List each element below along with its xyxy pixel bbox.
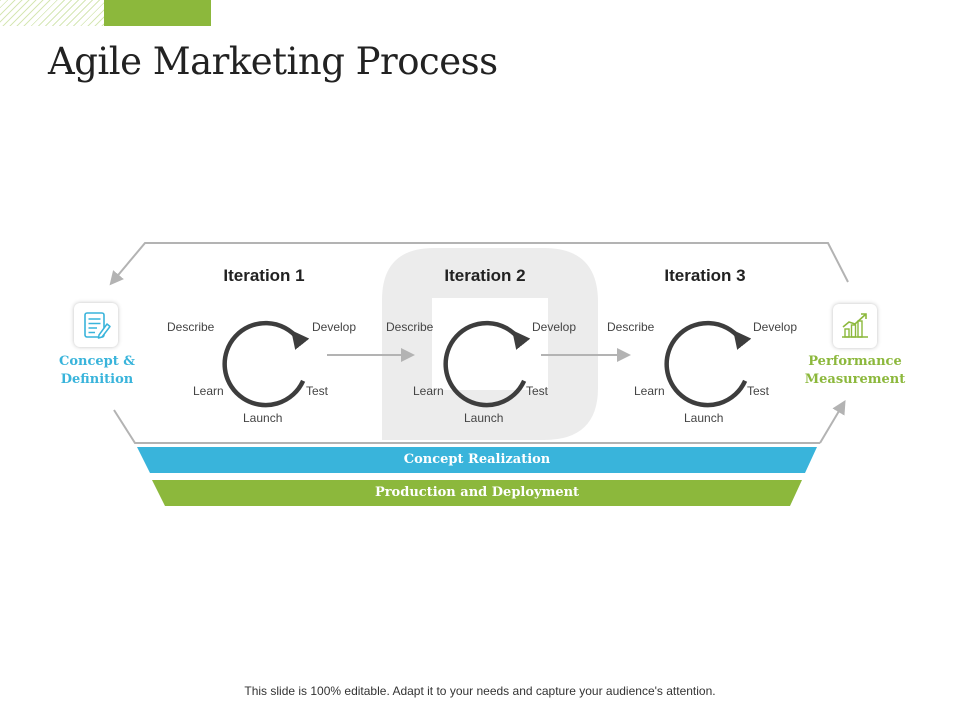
watermark-logo [382,248,598,440]
iteration-1-learn: Learn [193,384,224,398]
corner-accent-bar [104,0,211,26]
growth-chart-icon [842,313,868,338]
cycle-arrow-icon-2 [443,320,531,408]
bottom-right-arrow [819,399,846,444]
iteration-1-title: Iteration 1 [223,266,305,285]
iteration-3-title: Iteration 3 [664,266,746,285]
iteration-2-title: Iteration 2 [444,266,526,285]
production-deployment-band [152,480,802,506]
iteration-3-develop: Develop [753,320,798,334]
cycle-arrow-icon-3 [664,320,752,408]
document-edit-icon [84,312,111,339]
cycle-arrow-icon-1 [222,320,310,408]
performance-measurement-node [833,304,877,348]
iteration-3-learn: Learn [634,384,665,398]
iteration-1-describe: Describe [167,320,215,334]
iteration-2-learn: Learn [413,384,444,398]
top-return-arrow [109,242,849,286]
concept-realization-band [137,447,817,473]
iteration-2-describe: Describe [386,320,434,334]
bottom-left-line [113,409,820,444]
iteration-2-test: Test [526,384,549,398]
iteration-1-launch: Launch [243,411,283,425]
iteration-1-test: Test [306,384,329,398]
corner-hatch-decoration [0,0,104,26]
iteration-2-launch: Launch [464,411,504,425]
concept-realization-label: Concept Realization [403,452,551,467]
iteration-2-develop: Develop [532,320,577,334]
production-deployment-label: Production and Deployment [374,485,580,500]
iteration-3-launch: Launch [684,411,724,425]
iteration-1-develop: Develop [312,320,357,334]
concept-definition-node [74,303,118,347]
iteration-3-describe: Describe [607,320,655,334]
concept-definition-label: Concept & Definition [58,354,135,387]
performance-measurement-label: Performance Measurement [804,354,906,387]
footer-note: This slide is 100% editable. Adapt it to… [244,684,716,698]
iteration-3-test: Test [747,384,770,398]
page-title: Agile Marketing Process [48,40,498,83]
